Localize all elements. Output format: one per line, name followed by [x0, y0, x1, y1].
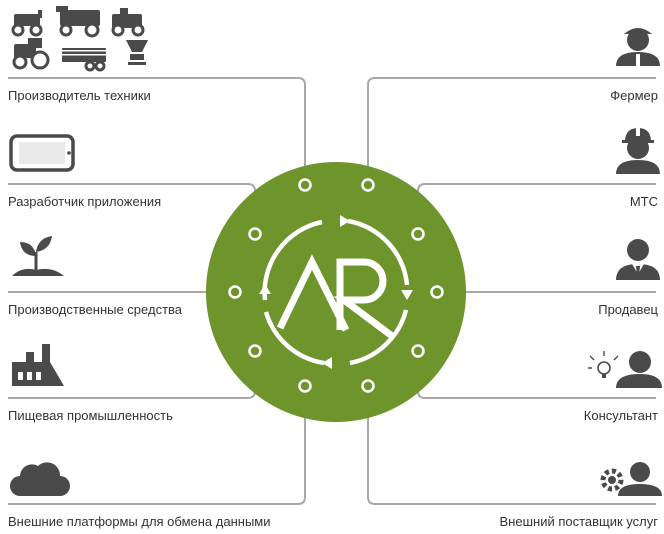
label-consultant: Консультант	[583, 408, 658, 423]
consultant-icon	[588, 351, 662, 388]
connector-consultant	[417, 353, 656, 399]
hub-dot	[228, 285, 242, 299]
hub-dot	[411, 227, 425, 241]
hub-dot	[248, 344, 262, 358]
hub-dot	[298, 178, 312, 192]
worker-helmet-icon	[616, 128, 660, 174]
connector-external-platforms	[8, 388, 306, 505]
hub	[206, 162, 466, 422]
label-farmer: Фермер	[610, 88, 658, 103]
label-production-means: Производственные средства	[8, 302, 183, 317]
connector-lines	[8, 77, 656, 505]
service-provider-icon	[600, 462, 662, 496]
connector-machinery	[8, 77, 306, 182]
cloud-icon	[10, 462, 70, 496]
plant-sprout-icon	[12, 236, 64, 276]
seller-icon	[616, 239, 660, 280]
connector-service-provider	[367, 388, 656, 505]
hub-dot	[430, 285, 444, 299]
tablet-icon	[9, 134, 75, 172]
hub-dot	[411, 344, 425, 358]
label-machinery-maker: Производитель техники	[8, 88, 151, 103]
farm-machinery-icon	[11, 6, 148, 72]
label-food-industry: Пищевая промышленность	[8, 408, 173, 423]
hub-circle	[206, 162, 466, 422]
label-contractor: МТС	[629, 194, 658, 209]
hub-dot	[248, 227, 262, 241]
hub-dot	[298, 379, 312, 393]
label-seller: Продавец	[598, 302, 658, 317]
label-service-provider: Внешний поставщик услуг	[499, 514, 658, 529]
sync-arrowheads	[259, 215, 413, 369]
factory-icon	[12, 344, 64, 386]
hub-dot	[361, 178, 375, 192]
hub-dots	[228, 178, 444, 393]
hub-dot	[361, 379, 375, 393]
farmer-icon	[616, 28, 660, 66]
icons	[9, 6, 662, 496]
label-app-developer: Разработчик приложения	[8, 194, 162, 209]
label-external-platforms: Внешние платформы для обмена данными	[8, 514, 271, 529]
connector-farmer	[367, 77, 656, 182]
agrirouter-logo	[276, 254, 395, 339]
connector-contractor	[417, 183, 656, 232]
